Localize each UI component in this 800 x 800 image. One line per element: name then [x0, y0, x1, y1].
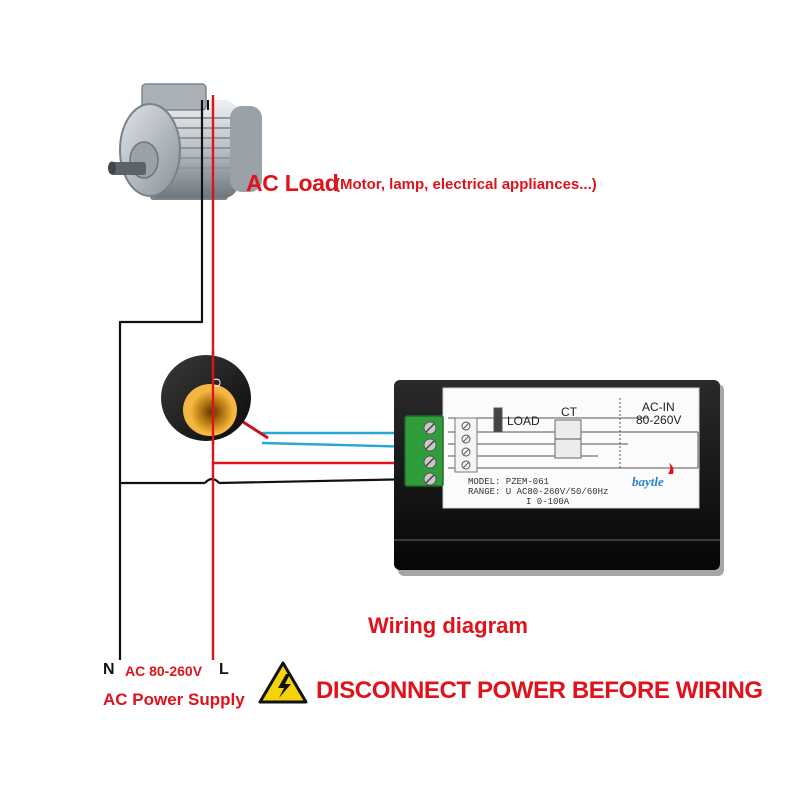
schematic-terminal-block — [454, 417, 478, 473]
meter-load-label: LOAD — [507, 414, 540, 428]
current-transformer: O — [161, 355, 251, 441]
meter-range-line: RANGE: U AC80-260V/50/60Hz — [468, 487, 608, 497]
supply-range-label: AC 80-260V — [125, 663, 203, 679]
neutral-label: N — [103, 661, 115, 678]
ct-coil-marking: O — [209, 378, 223, 387]
motor — [108, 83, 262, 200]
meter-schematic — [448, 398, 699, 473]
meter-brand-flame-icon — [668, 463, 674, 474]
motor-shaft-tip — [108, 161, 116, 175]
power-meter: LOAD CT AC-IN 80-260V MODEL: PZEM-061 RA… — [394, 380, 724, 576]
line-label: L — [219, 661, 229, 678]
meter-model-line: MODEL: PZEM-061 — [468, 477, 549, 487]
neutral-wire-vertical — [118, 100, 204, 660]
ac-load-subtitle: (Motor, lamp, electrical appliances...) — [335, 176, 597, 193]
meter-ct-label: CT — [561, 405, 578, 419]
meter-brand-logo: baytle — [632, 474, 664, 489]
meter-ac-in-label: AC-IN — [642, 400, 675, 414]
meter-terminal-block — [404, 415, 444, 487]
diagram-title: Wiring diagram — [368, 613, 528, 638]
meter-current-line: I 0-100A — [526, 497, 570, 507]
motor-rear-cap — [230, 106, 262, 192]
ac-power-supply-label: AC Power Supply — [103, 690, 245, 709]
schematic-load-resistor — [493, 407, 503, 433]
meter-ac-in-range: 80-260V — [636, 413, 681, 427]
motor-terminal-box — [141, 83, 207, 111]
ac-load-title: AC Load — [246, 170, 339, 196]
neutral-wire-terminal — [218, 477, 419, 485]
terminal-screws — [423, 421, 437, 486]
ct-lead-red — [239, 418, 269, 440]
motor-shaft — [110, 162, 146, 175]
warning-text: DISCONNECT POWER BEFORE WIRING — [316, 677, 763, 704]
ct-lead-blue-bottom — [261, 441, 419, 449]
high-voltage-warning-icon — [258, 661, 308, 704]
